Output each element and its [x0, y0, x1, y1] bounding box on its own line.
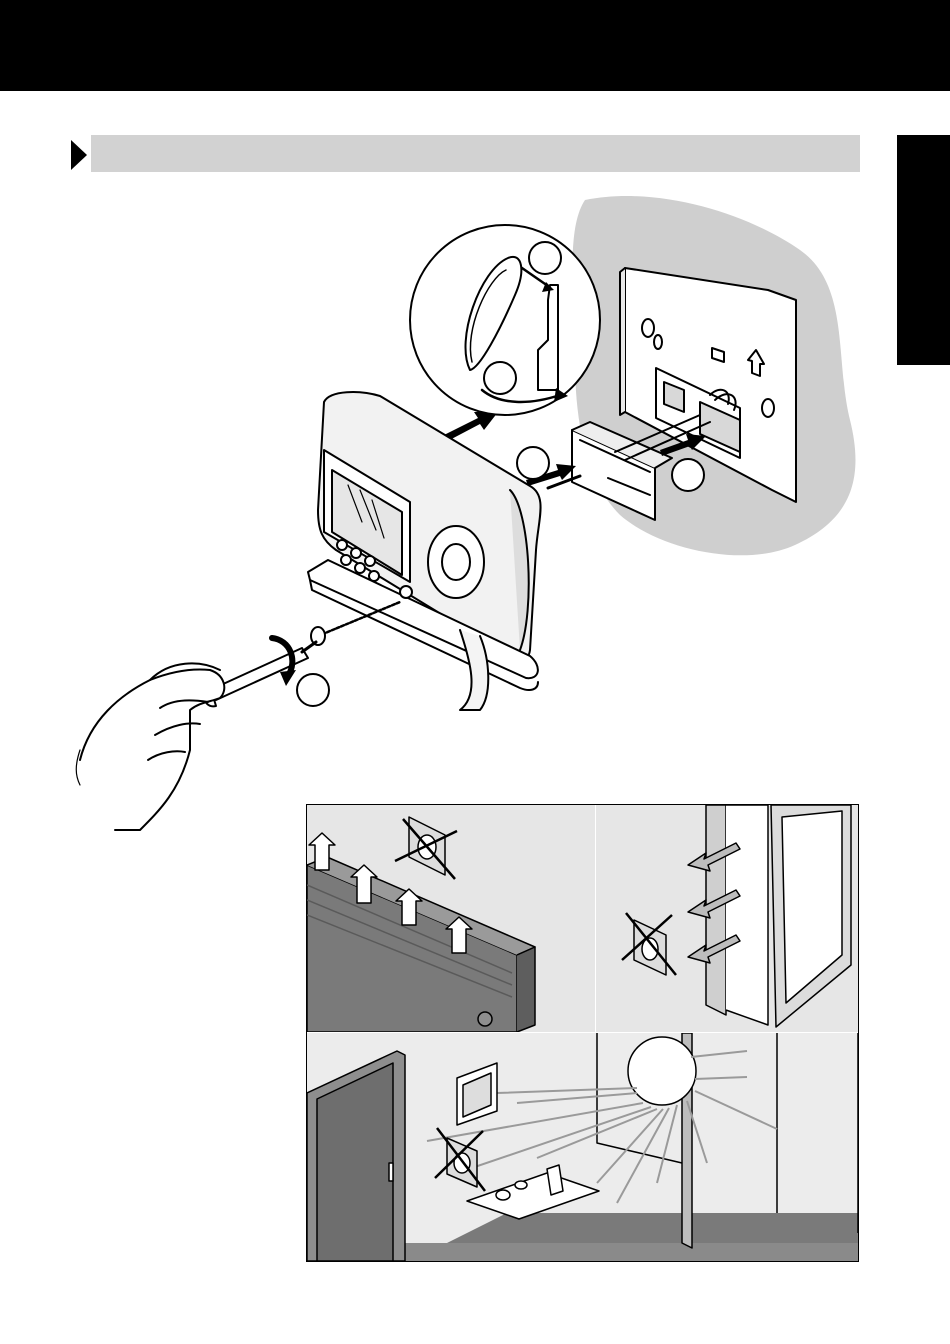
warning-panel-window: [596, 805, 858, 1032]
section-arrow-icon: [71, 140, 87, 170]
header-band: [0, 0, 950, 91]
chapter-tab: [897, 135, 950, 365]
installation-illustration: [60, 190, 860, 840]
callout-circle: [484, 362, 516, 394]
callout-circle: [517, 447, 549, 479]
warning-panel-radiator: [307, 805, 595, 1032]
warning-panel-sunlight: [307, 1033, 858, 1261]
callout-circle: [297, 674, 329, 706]
callout-circle: [672, 459, 704, 491]
fixing-screw: [318, 602, 400, 636]
hand-illustration: [76, 663, 224, 830]
section-heading-bar: [91, 135, 860, 172]
callout-circle: [529, 242, 561, 274]
clip-detail-magnifier: [410, 225, 600, 415]
